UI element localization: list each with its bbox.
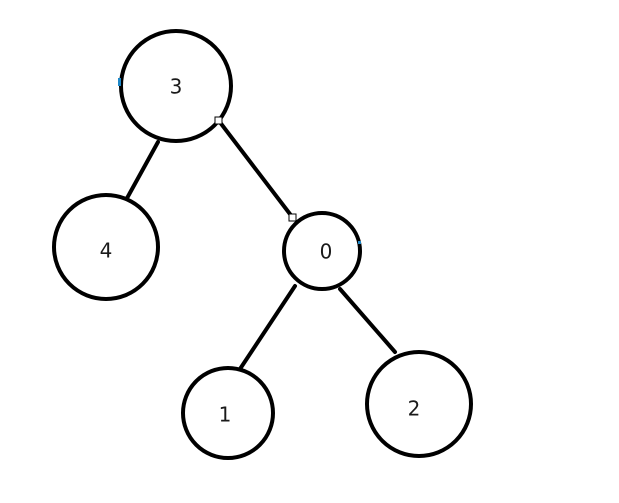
edge-0-1 bbox=[236, 284, 297, 374]
edges bbox=[124, 119, 397, 374]
node-label-1: 1 bbox=[219, 403, 232, 427]
tree-node-4[interactable]: 4 bbox=[52, 193, 160, 301]
edge-handle-end[interactable] bbox=[288, 213, 297, 222]
tree-node-2[interactable]: 2 bbox=[365, 350, 473, 458]
node-label-3: 3 bbox=[170, 75, 183, 99]
selection-handles bbox=[118, 78, 361, 244]
node-label-4: 4 bbox=[100, 239, 113, 263]
node-label-2: 2 bbox=[408, 397, 421, 421]
anchor-mark-right bbox=[358, 241, 361, 244]
tree-node-0[interactable]: 0 bbox=[282, 211, 362, 291]
anchor-mark-left bbox=[118, 78, 121, 86]
node-label-0: 0 bbox=[320, 240, 333, 264]
edge-3-4 bbox=[124, 140, 160, 202]
edge-0-2 bbox=[338, 287, 397, 354]
edge-3-0 bbox=[217, 119, 295, 220]
nodes: 3 4 0 1 2 bbox=[52, 29, 473, 460]
tree-node-1[interactable]: 1 bbox=[181, 366, 275, 460]
edge-handle-start[interactable] bbox=[214, 116, 223, 125]
